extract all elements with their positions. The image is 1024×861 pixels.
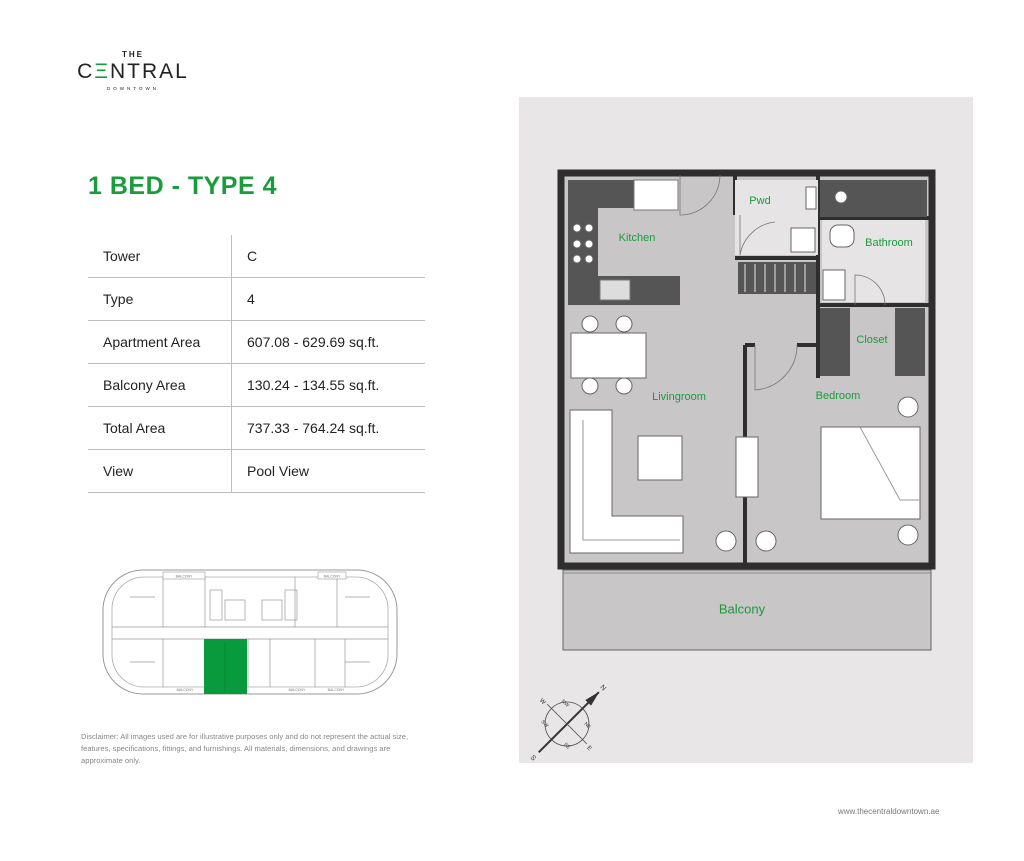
keyplan-balcony-label: BALCONY <box>289 688 306 692</box>
logo-central: CΞNTRAL <box>70 61 196 83</box>
compass-s: S <box>529 754 537 762</box>
compass-n: N <box>598 684 607 693</box>
spec-label: Balcony Area <box>88 363 232 407</box>
compass-ne: NE <box>583 721 593 731</box>
spec-label: Apartment Area <box>88 320 232 364</box>
logo-downtown: DOWNTOWN <box>107 86 159 91</box>
spec-label: Type <box>88 277 232 321</box>
logo: THE CΞNTRAL DOWNTOWN <box>70 50 196 91</box>
logo-e: Ξ <box>94 60 110 83</box>
logo-the: THE <box>122 50 144 59</box>
page-title: 1 BED - TYPE 4 <box>88 172 277 200</box>
compass-w: W <box>538 698 546 706</box>
key-plan: BALCONY BALCONY BALCONY BALCONY BALCONY <box>102 569 398 695</box>
compass-icon: N S E W NE NW SE SW <box>529 684 607 763</box>
keyplan-balcony-label: BALCONY <box>177 688 194 692</box>
website-link[interactable]: www.thecentraldowntown.ae <box>838 807 940 816</box>
logo-c: C <box>77 60 95 83</box>
keyplan-balcony-label: BALCONY <box>328 688 345 692</box>
balcony-area <box>562 569 932 651</box>
room-label-closet: Closet <box>856 334 888 346</box>
keyplan-balcony-label: BALCONY <box>324 575 341 579</box>
disclaimer: Disclaimer: All images used are for illu… <box>81 732 409 765</box>
compass-nw: NW <box>560 699 570 709</box>
spec-label: Total Area <box>88 406 232 450</box>
room-label-livingroom: Livingroom <box>652 391 706 403</box>
room-label-pwd: Pwd <box>749 195 771 207</box>
spec-value: 607.08 - 629.69 sq.ft. <box>231 320 425 364</box>
spec-label: View <box>88 449 232 493</box>
compass-sw: SW <box>539 719 549 729</box>
highlighted-unit <box>204 639 247 694</box>
room-label-kitchen: Kitchen <box>618 232 656 244</box>
spec-value: 4 <box>231 277 425 321</box>
spec-label: Tower <box>88 235 232 278</box>
spec-value: 737.33 - 764.24 sq.ft. <box>231 406 425 450</box>
room-label-balcony: Balcony <box>718 601 766 617</box>
compass-e: E <box>585 745 592 752</box>
spec-value: C <box>231 235 425 278</box>
floor-plan: N S E W NE NW SE SW <box>529 169 936 763</box>
keyplan-balcony-label: BALCONY <box>176 575 193 579</box>
compass-se: SE <box>562 742 571 751</box>
spec-value: 130.24 - 134.55 sq.ft. <box>231 363 425 407</box>
logo-ntral: NTRAL <box>109 60 189 83</box>
room-label-bedroom: Bedroom <box>815 390 861 402</box>
room-label-bathroom: Bathroom <box>865 237 913 249</box>
spec-value: Pool View <box>231 449 425 493</box>
